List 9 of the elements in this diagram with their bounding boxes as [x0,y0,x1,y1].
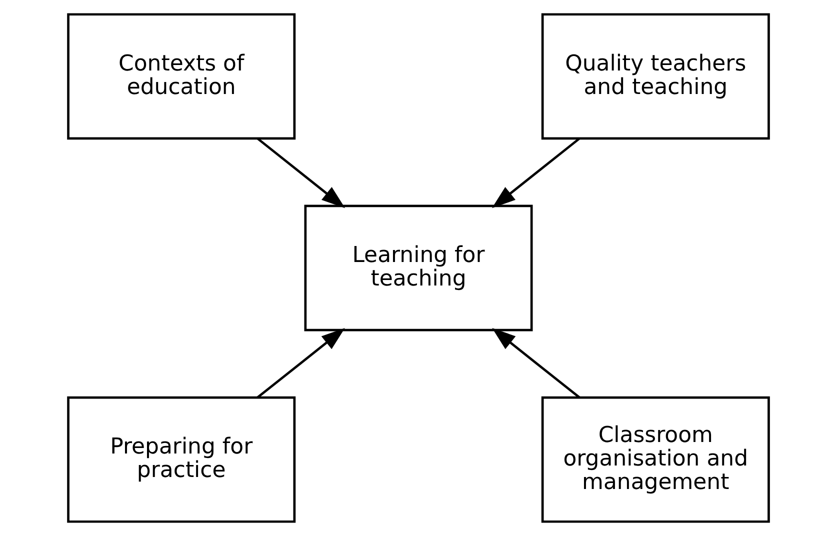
arrow [256,138,345,208]
arrow [492,328,580,398]
node-box: Learning for teaching [304,204,532,332]
node-box: Preparing for practice [66,396,296,523]
node-box: Classroom organisation and management [540,396,770,523]
arrow [256,328,344,398]
arrow [491,138,580,208]
node-box: Contexts of education [66,13,296,140]
node-box: Quality teachers and teaching [540,13,770,140]
